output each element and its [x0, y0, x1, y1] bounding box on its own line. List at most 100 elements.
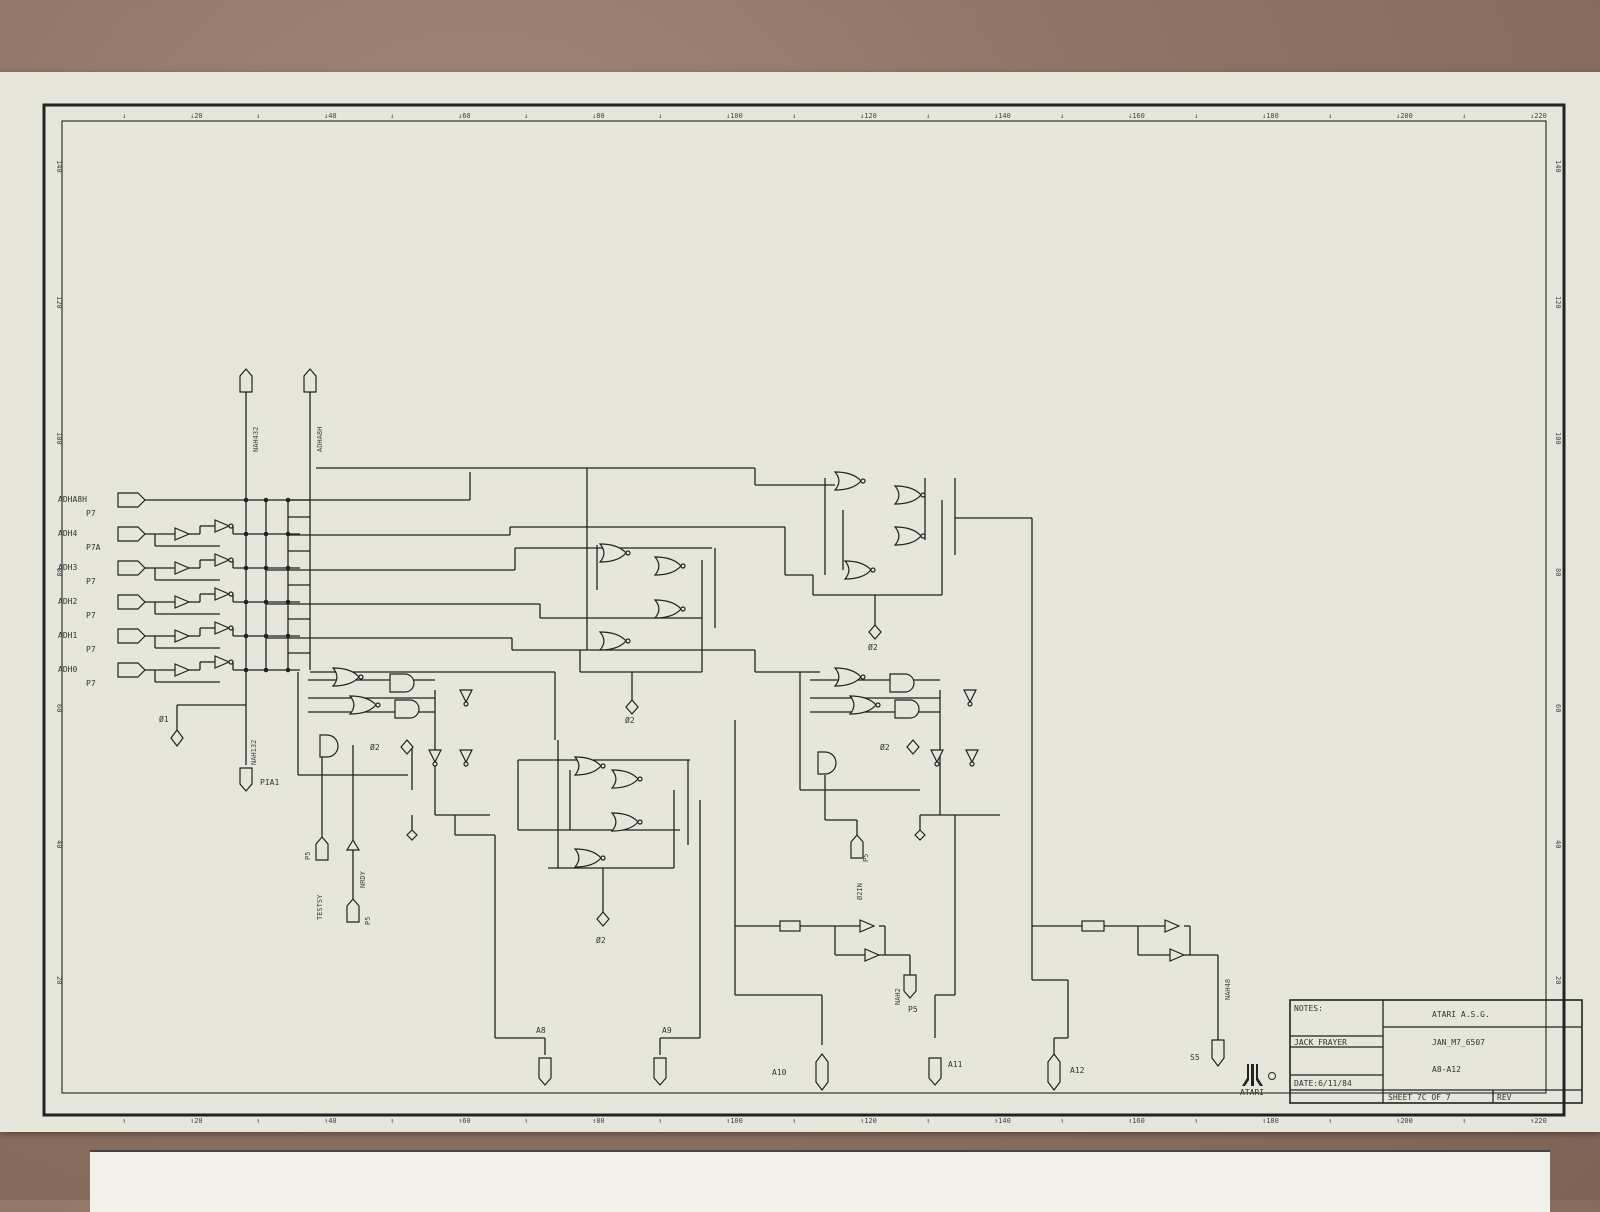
ruler-tick: ↑	[792, 1117, 796, 1125]
output-a11: A11	[928, 1057, 963, 1086]
ruler-label: 100	[1554, 432, 1562, 445]
output-a10: A10	[772, 1053, 829, 1091]
ruler-label: ↑140	[994, 1117, 1011, 1125]
ruler-label: 40	[1554, 840, 1562, 848]
and-gate	[894, 699, 920, 719]
p5-label-nah2: P5	[908, 1005, 918, 1014]
or-gate	[848, 695, 881, 715]
a8-label: A8	[536, 1026, 546, 1035]
ruler-label: ↑160	[1128, 1117, 1145, 1125]
or-gate	[893, 485, 926, 505]
ruler-label: ↓20	[190, 112, 203, 120]
title-drawing: JAN_M7_6507	[1432, 1038, 1485, 1047]
nrdy-label: NRDY	[359, 870, 367, 888]
ruler-label: 60	[55, 704, 63, 712]
input-name: ADH2	[58, 597, 77, 606]
nah2-label: NAH2	[894, 988, 902, 1005]
ruler-tick: ↑	[1060, 1117, 1064, 1125]
ruler-label: ↓180	[1262, 112, 1279, 120]
phi1-terminal: Ø1	[159, 704, 246, 747]
atari-logo: ATARI	[1240, 1064, 1276, 1097]
title-sheet: SHEET 7C OF 7	[1388, 1093, 1451, 1102]
ruler-label: ↓60	[458, 112, 471, 120]
buffer-gate	[963, 689, 977, 707]
p5-label-nrdy: P5	[364, 917, 372, 925]
phi1-label: Ø1	[159, 714, 169, 724]
ruler-label: ↑60	[458, 1117, 471, 1125]
title-date: DATE:6/11/84	[1294, 1079, 1352, 1088]
and-gate	[389, 673, 415, 693]
ruler-label: ↑100	[726, 1117, 743, 1125]
ruler-tick: ↑	[1194, 1117, 1198, 1125]
or-gate	[610, 769, 643, 789]
ruler-tick: ↓	[792, 112, 796, 120]
ruler-tick: ↑	[256, 1117, 260, 1125]
and-gate	[394, 699, 420, 719]
a10-label: A10	[772, 1068, 787, 1077]
buffer-gate	[930, 749, 944, 767]
ruler-label: ↑180	[1262, 1117, 1279, 1125]
title-company: ATARI A.S.G.	[1432, 1010, 1490, 1019]
ruler-tick: ↑	[122, 1117, 126, 1125]
ruler-tick: ↑	[658, 1117, 662, 1125]
or-gate	[348, 695, 381, 715]
or-gate	[843, 560, 876, 580]
input-ref: P7	[86, 645, 96, 654]
ruler-tick: ↓	[926, 112, 930, 120]
or-gate	[833, 471, 866, 491]
or-gate	[573, 848, 606, 868]
ruler-label: 100	[55, 432, 63, 445]
phi2-label-lr: Ø2	[880, 742, 890, 752]
ruler-label: 80	[55, 568, 63, 576]
p5-label-testsy: P5	[304, 852, 312, 860]
ruler-label: ↑40	[324, 1117, 337, 1125]
or-gate	[833, 667, 866, 687]
nah432-label: NAH432	[252, 427, 260, 452]
ruler-tick: ↑	[1462, 1117, 1466, 1125]
ruler-tick: ↓	[524, 112, 528, 120]
ruler-tick: ↑	[524, 1117, 528, 1125]
title-rev: REV	[1497, 1093, 1512, 1102]
ruler-label: ↓80	[592, 112, 605, 120]
input-ref: P7	[86, 611, 96, 620]
input-name: ADH0	[58, 665, 77, 674]
and-gate	[319, 734, 339, 758]
input-ref: P7	[86, 577, 96, 586]
port-pia1: NAH132 PIA1	[239, 740, 279, 792]
or-gate	[598, 631, 631, 651]
phi2in-label: Ø2IN	[856, 883, 864, 900]
ruler-label: 40	[55, 840, 63, 848]
phi2-label-ll: Ø2	[370, 742, 380, 752]
or-gate	[610, 812, 643, 832]
p5-label-phi2in: P5	[862, 854, 870, 862]
ruler-label: ↓120	[860, 112, 877, 120]
pia1-label: PIA1	[260, 778, 279, 787]
nah2-buffer-chain: NAH2 P5	[735, 919, 918, 1014]
input-ref: P7	[86, 509, 96, 518]
ruler-label: 120	[1554, 296, 1562, 309]
s5-label: S5	[1190, 1053, 1200, 1062]
logic-gates	[319, 471, 979, 868]
ruler-label: 120	[55, 296, 63, 309]
ruler-label: 60	[1554, 704, 1562, 712]
port-adha8h-top: ADHA8H	[303, 368, 324, 670]
buffer-gate	[428, 749, 442, 767]
ruler-label: ↑20	[190, 1117, 203, 1125]
testsy-label: TESTSY	[316, 894, 324, 920]
ruler-tick: ↓	[390, 112, 394, 120]
inner-border	[61, 120, 1547, 1094]
ruler-label: 80	[1554, 568, 1562, 576]
logic-block-middle: Ø2	[266, 468, 820, 725]
input-ref: P7A	[86, 543, 101, 552]
port-nah432: NAH432	[239, 368, 260, 765]
ruler-label: ↓220	[1530, 112, 1547, 120]
ruler-label: 20	[1554, 976, 1562, 984]
title-name: A8-A12	[1432, 1065, 1461, 1074]
title-drawn-by: JACK FRAYER	[1294, 1038, 1347, 1047]
outer-border	[42, 103, 1566, 1117]
